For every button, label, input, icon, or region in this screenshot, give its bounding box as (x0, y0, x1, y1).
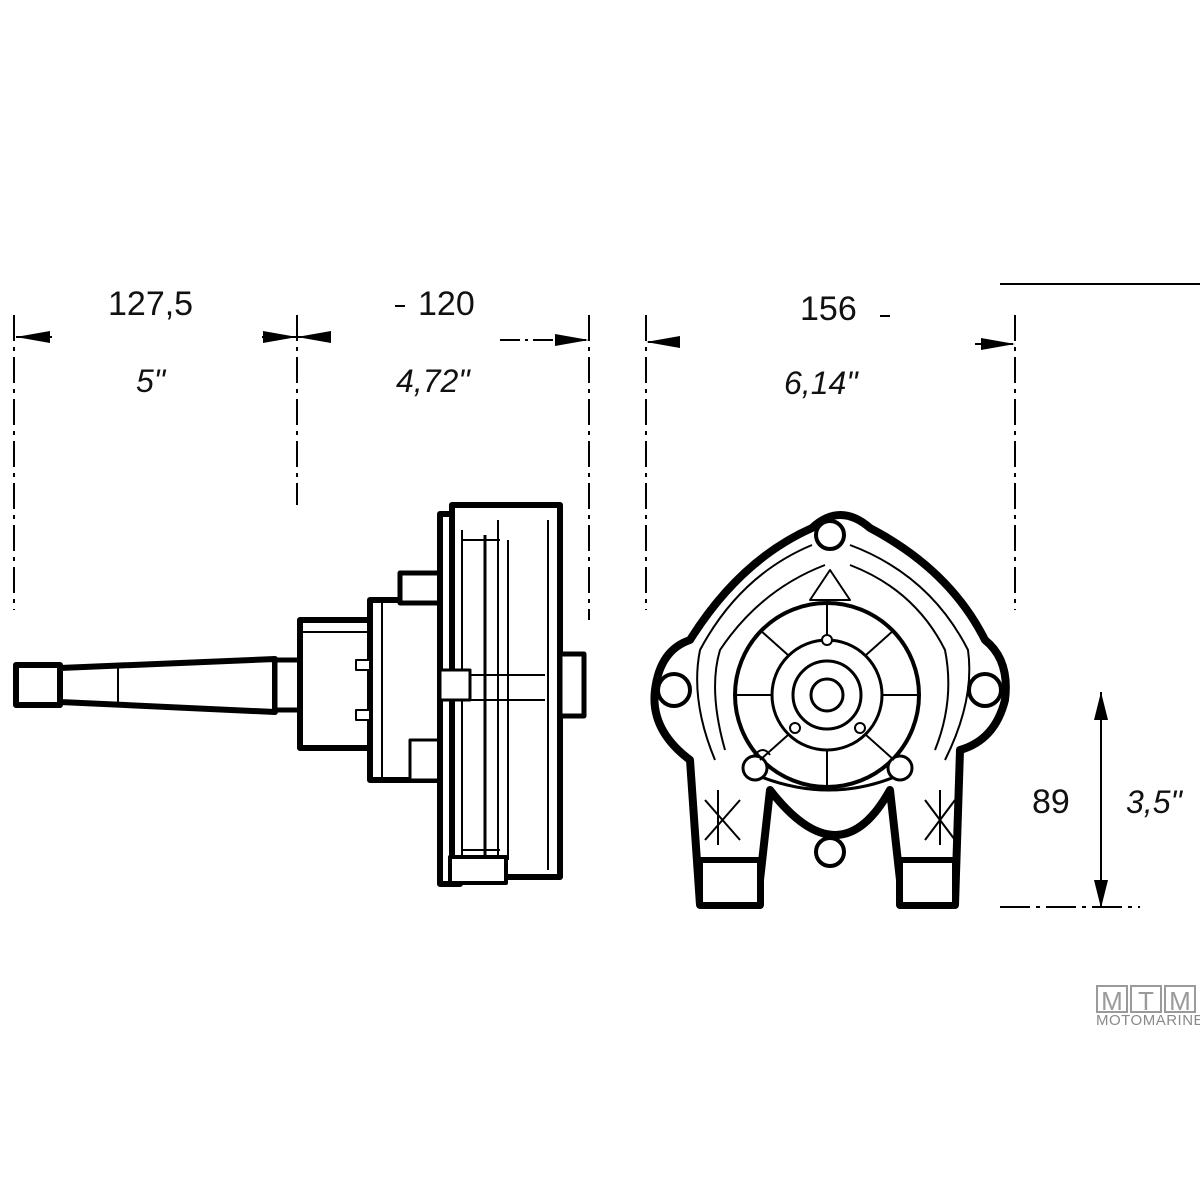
shaft (13, 656, 308, 715)
front-view (650, 511, 1010, 909)
logo-letter-3: M (1164, 985, 1196, 1015)
dimension-lines (13, 283, 1200, 908)
dim-height-mm: 89 (1032, 783, 1070, 821)
hub-block (297, 570, 443, 783)
logo-letter-1: M (1096, 985, 1128, 1015)
dim-width-mm: 156 (800, 290, 857, 328)
logo-letter-2: T (1130, 985, 1162, 1015)
logo-wordmark: MOTOMARINE (1096, 1012, 1200, 1029)
mounting-plate (437, 502, 587, 887)
dim-shaft-inches: 5" (136, 363, 167, 399)
dim-width-inches: 6,14" (784, 365, 859, 401)
dim-shaft-mm: 127,5 (108, 285, 193, 323)
dimension-arrows (16, 331, 1108, 908)
side-view (13, 502, 587, 887)
dim-body-mm: 120 (418, 285, 475, 323)
dim-height-inches: 3,5" (1126, 784, 1183, 820)
dim-body-inches: 4,72" (396, 363, 471, 399)
